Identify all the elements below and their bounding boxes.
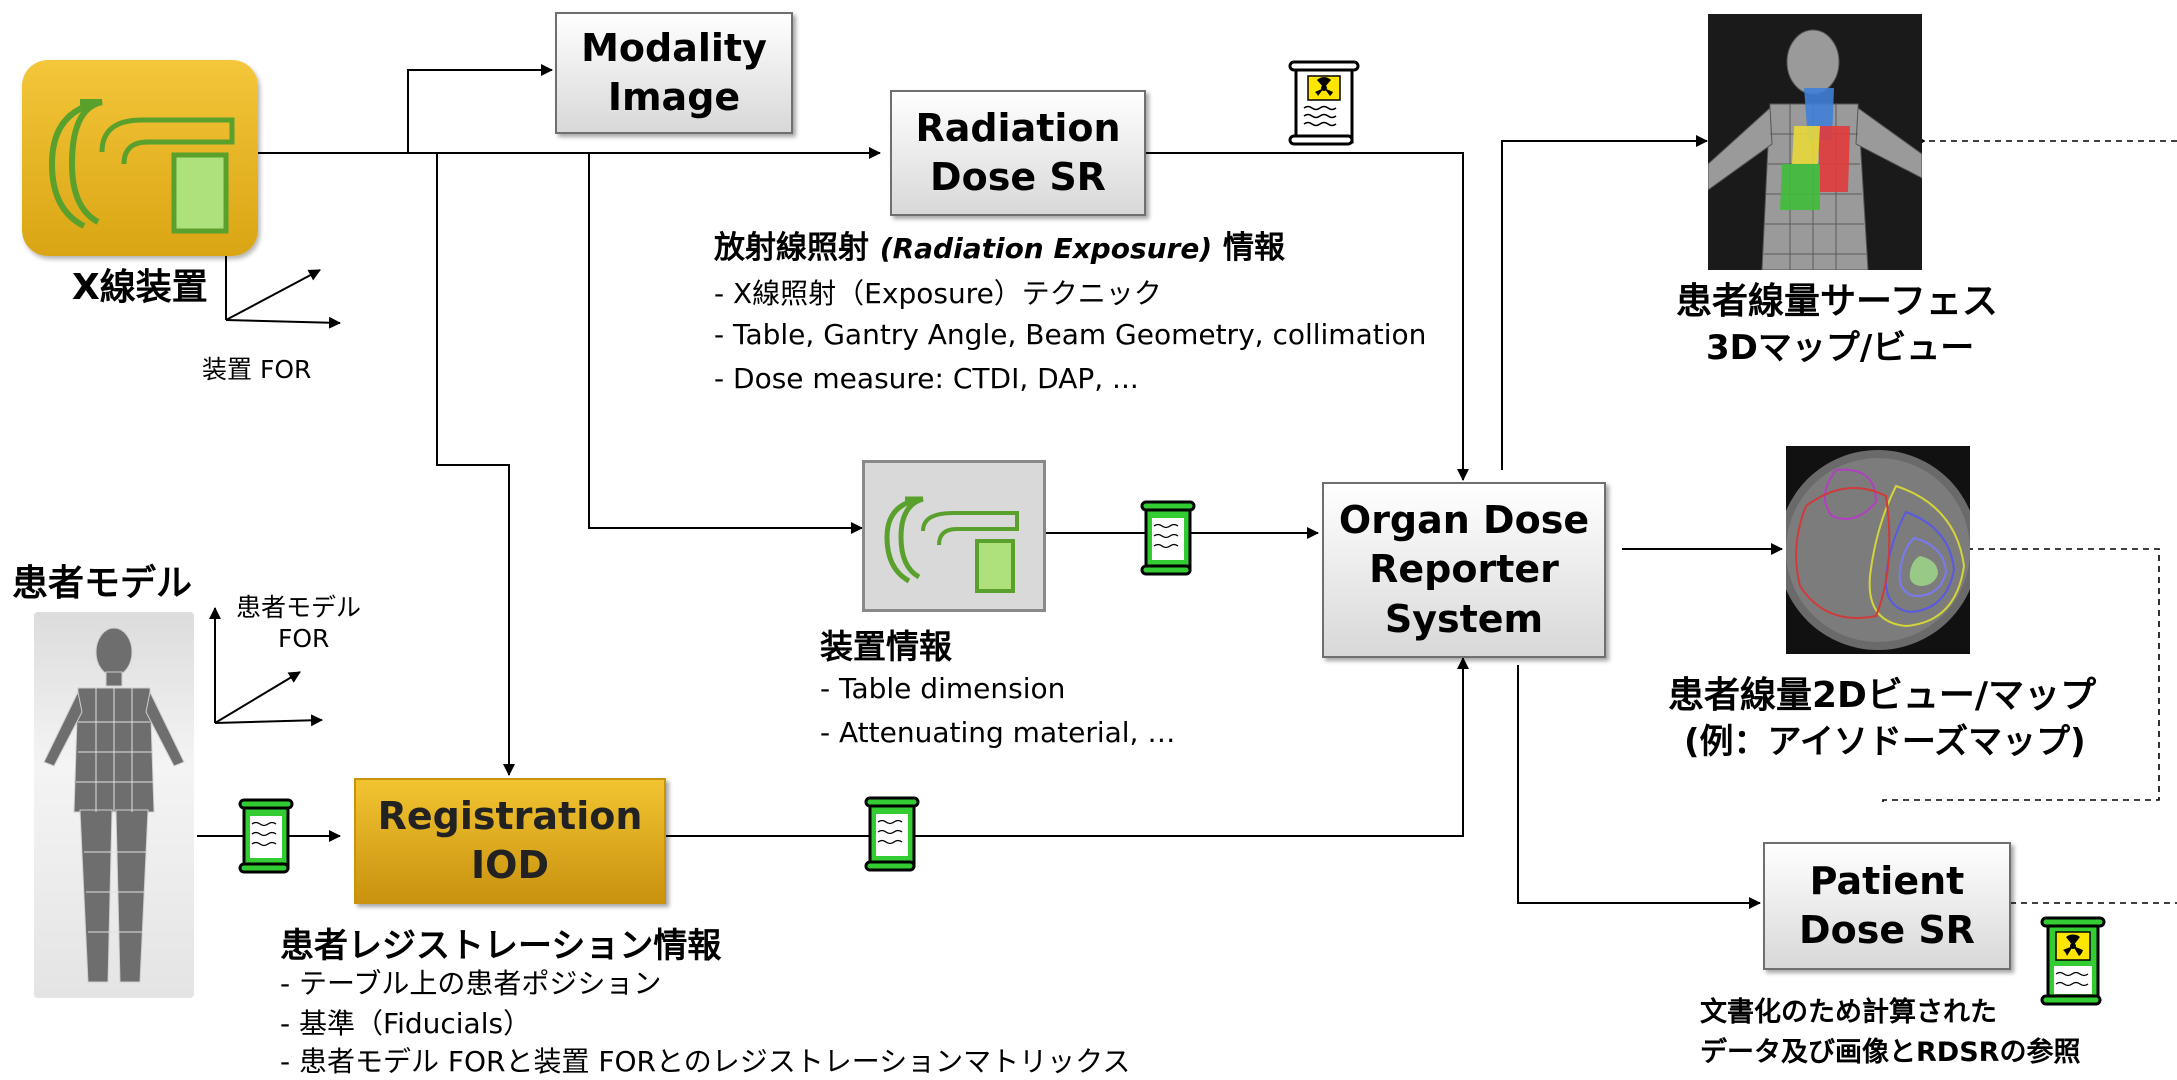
document-scroll-icon	[236, 798, 296, 874]
organ-dose-reporter-box: Organ Dose Reporter System	[1322, 482, 1606, 658]
device-info-item: - Table dimension	[820, 672, 1066, 705]
radiation-info-item: - Dose measure: CTDI, DAP, ...	[714, 362, 1139, 395]
radiation-info-title-prefix: 放射線照射	[714, 230, 869, 266]
radiation-info-item: - Table, Gantry Angle, Beam Geometry, co…	[714, 318, 1427, 351]
patient-model-for-label-2: FOR	[278, 624, 330, 653]
map2d-label-2: (例：アイソドーズマップ)	[1684, 722, 2086, 762]
map3d-label-1: 患者線量サーフェス	[1676, 281, 1998, 322]
radiation-info-item: - X線照射（Exposure）テクニック	[714, 277, 1162, 310]
map2d-label-1: 患者線量2Dビュー/マップ	[1668, 675, 2097, 716]
device-for-label: 装置 FOR	[202, 355, 312, 384]
radiation-info-title: 放射線照射 (Radiation Exposure) 情報	[714, 222, 1285, 267]
registration-info-item: - テーブル上の患者ポジション	[280, 967, 662, 1000]
patient-sr-desc-1: 文書化のため計算された	[1700, 997, 1997, 1028]
dose-3d-map-image	[1708, 14, 1922, 270]
modality-image-box: Modality Image	[555, 12, 793, 134]
patient-sr-desc-2: データ及び画像とRDSRの参照	[1700, 1037, 2081, 1068]
radiation-document-icon	[1282, 58, 1362, 146]
isodose-map-icon	[1786, 446, 1970, 654]
device-info-title: 装置情報	[820, 627, 952, 666]
patient-dose-sr-box: Patient Dose SR	[1763, 842, 2011, 970]
device-info-box	[862, 460, 1046, 612]
registration-iod-box: Registration IOD	[354, 778, 666, 904]
patient-model-title: 患者モデル	[12, 563, 193, 604]
radiation-document-icon	[2038, 916, 2108, 1006]
radiation-dose-sr-box: Radiation Dose SR	[890, 90, 1146, 216]
registration-info-item: - 患者モデル FORと装置 FORとのレジストレーションマトリックス	[280, 1045, 1131, 1078]
xray-device-label: X線装置	[72, 267, 208, 308]
human-3d-model-icon	[34, 612, 194, 998]
radiation-info-title-italic: (Radiation Exposure)	[879, 232, 1213, 265]
document-scroll-icon	[1138, 500, 1198, 576]
device-info-item: - Attenuating material, …	[820, 716, 1176, 749]
device-icon	[884, 496, 1019, 593]
radiation-info-title-suffix: 情報	[1222, 230, 1285, 266]
xray-device-icon	[22, 60, 258, 256]
map3d-label-2: 3Dマップ/ビュー	[1706, 328, 1975, 368]
patient-model-for-label-1: 患者モデル	[236, 593, 362, 622]
document-scroll-icon	[862, 796, 922, 872]
registration-info-item: - 基準（Fiducials）	[280, 1007, 532, 1040]
registration-info-title: 患者レジストレーション情報	[280, 926, 722, 966]
